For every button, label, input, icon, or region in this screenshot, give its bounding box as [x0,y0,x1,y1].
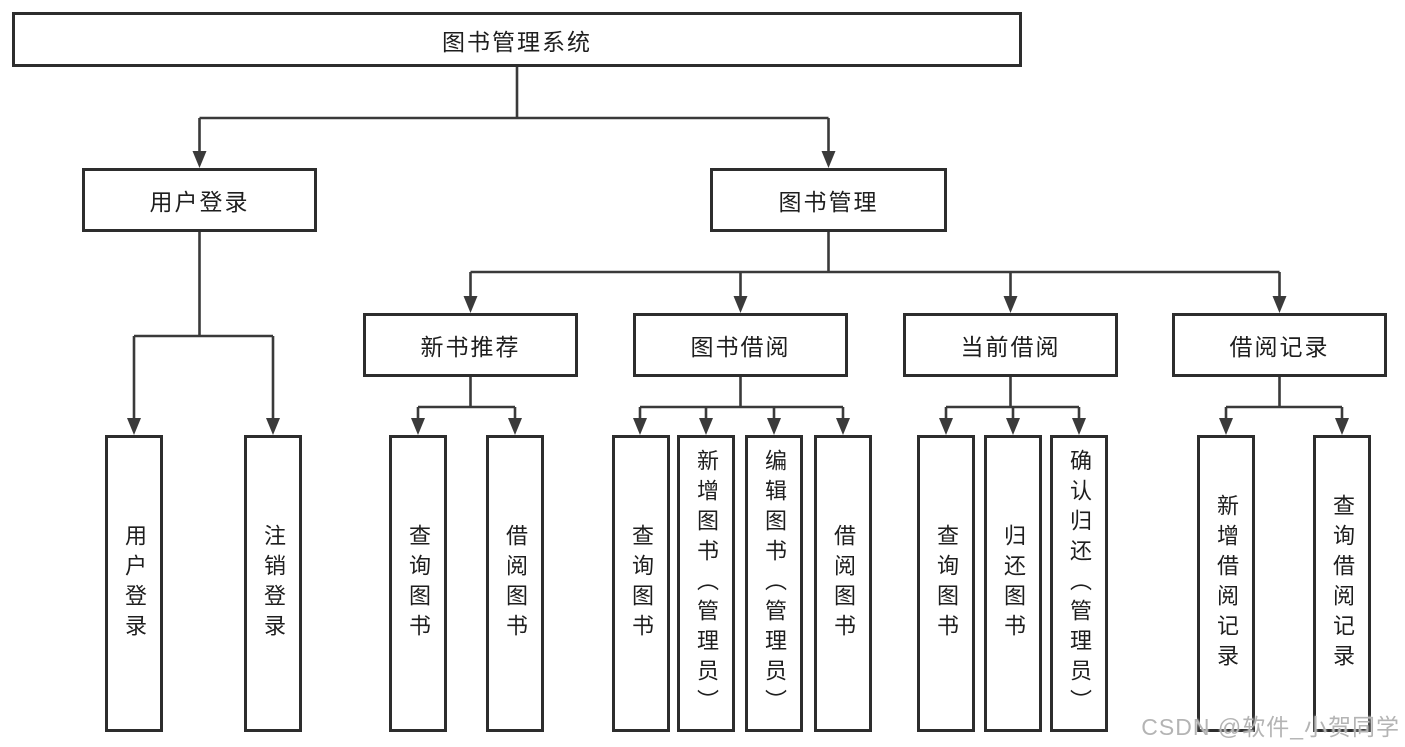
leaf-recommend-borrow-books: 借阅图书 [486,435,544,732]
node-current-borrow: 当前借阅 [903,313,1118,377]
leaf-borrow-books: 借阅图书 [814,435,872,732]
node-new-book-recommend-label: 新书推荐 [420,334,521,360]
leaf-borrow-query-books: 查询图书 [612,435,670,732]
leaf-logout: 注销登录 [244,435,302,732]
leaf-query-borrow-record: 查询借阅记录 [1313,435,1371,732]
node-new-book-recommend: 新书推荐 [363,313,578,377]
csdn-watermark: CSDN @软件_小贺同学 [1141,714,1400,740]
leaf-user-login: 用户登录 [105,435,163,732]
leaf-user-login-label: 用户登录 [122,523,147,644]
node-borrow-records: 借阅记录 [1172,313,1387,377]
node-user-login-group: 用户登录 [82,168,317,232]
leaf-logout-label: 注销登录 [261,523,286,644]
leaf-borrow-books-label: 借阅图书 [831,523,856,644]
leaf-add-books-admin-label: 新增图书（管理员） [694,448,719,719]
leaf-add-books-admin: 新增图书（管理员） [677,435,735,732]
node-user-login-group-label: 用户登录 [149,189,250,215]
node-book-borrow: 图书借阅 [633,313,848,377]
node-borrow-records-label: 借阅记录 [1229,334,1330,360]
node-book-borrow-label: 图书借阅 [690,334,791,360]
leaf-confirm-return-admin-label: 确认归还（管理员） [1067,448,1092,719]
leaf-edit-books-admin: 编辑图书（管理员） [745,435,803,732]
leaf-confirm-return-admin: 确认归还（管理员） [1050,435,1108,732]
leaf-recommend-borrow-books-label: 借阅图书 [503,523,528,644]
node-book-management-label: 图书管理 [778,189,879,215]
leaf-recommend-query-books-label: 查询图书 [406,523,431,644]
leaf-current-query-books: 查询图书 [917,435,975,732]
leaf-add-borrow-record: 新增借阅记录 [1197,435,1255,732]
leaf-edit-books-admin-label: 编辑图书（管理员） [762,448,787,719]
node-book-management: 图书管理 [710,168,947,232]
leaf-recommend-query-books: 查询图书 [389,435,447,732]
leaf-return-books-label: 归还图书 [1001,523,1026,644]
leaf-query-borrow-record-label: 查询借阅记录 [1330,493,1355,674]
node-library-system-label: 图书管理系统 [442,28,592,55]
node-library-system: 图书管理系统 [12,12,1022,67]
node-current-borrow-label: 当前借阅 [960,334,1061,360]
leaf-return-books: 归还图书 [984,435,1042,732]
leaf-borrow-query-books-label: 查询图书 [629,523,654,644]
leaf-current-query-books-label: 查询图书 [934,523,959,644]
leaf-add-borrow-record-label: 新增借阅记录 [1214,493,1239,674]
